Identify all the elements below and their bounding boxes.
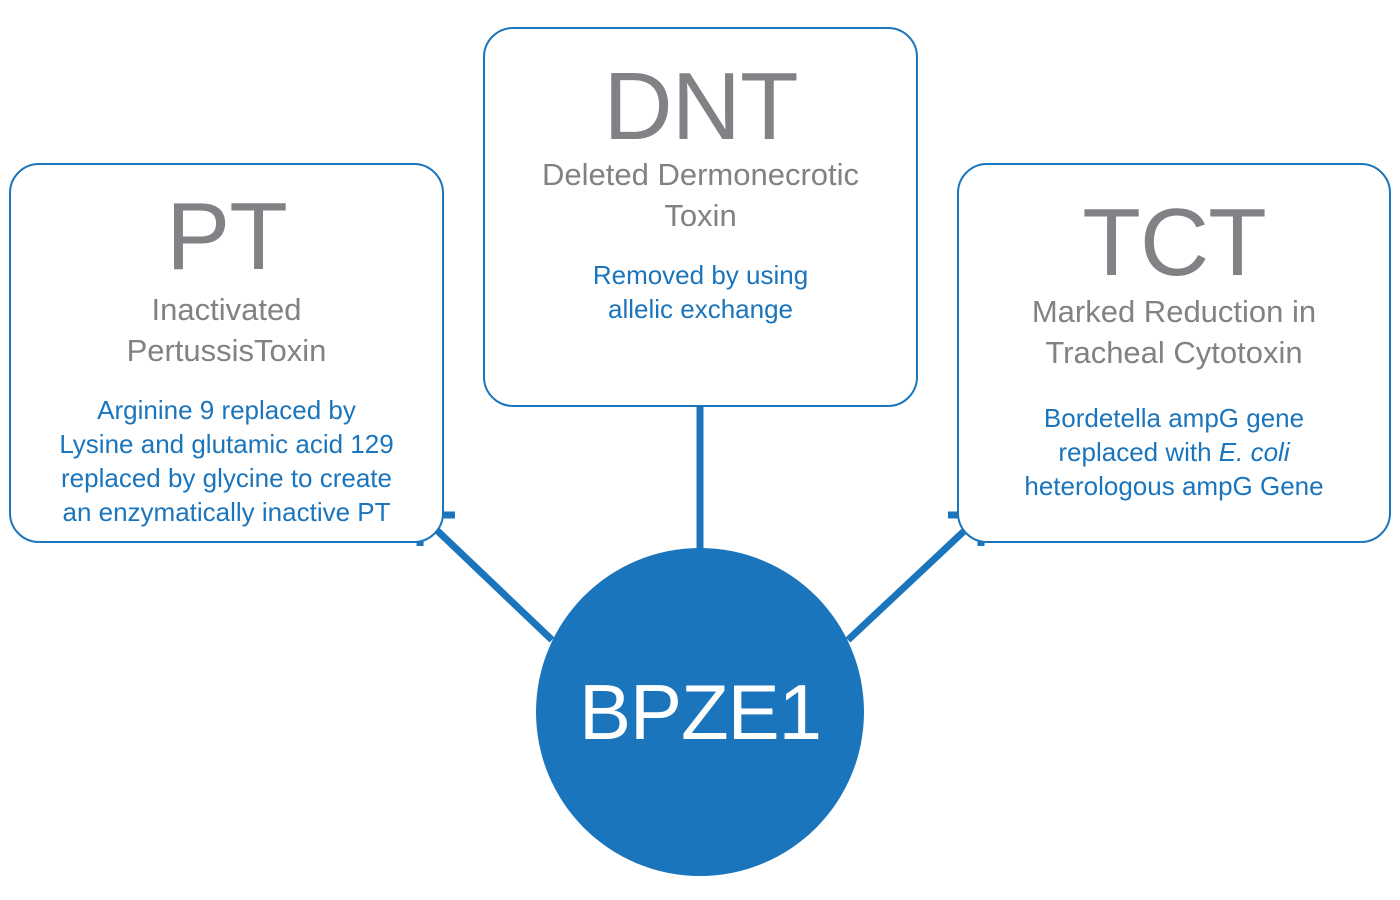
pt-detail-line: Lysine and glutamic acid 129 <box>59 429 394 459</box>
dnt-full-name: Deleted Dermonecrotic Toxin <box>485 154 916 236</box>
dnt-name-line: Deleted Dermonecrotic <box>541 157 860 192</box>
pt-abbreviation: PT <box>166 183 288 290</box>
pt-detail-line: an enzymatically inactive PT <box>62 497 391 527</box>
center-node-label: BPZE1 <box>578 667 822 756</box>
dnt-detail-line: allelic exchange <box>607 294 793 324</box>
center-node: BPZE1 <box>536 548 864 876</box>
tct-detail-species: E. coli <box>1218 437 1290 467</box>
dnt-card: DNT Deleted Dermonecrotic Toxin Removed … <box>483 27 918 407</box>
tct-abbreviation: TCT <box>1082 189 1267 296</box>
pt-name-line: PertussisToxin <box>126 333 327 368</box>
dnt-name-line: Toxin <box>664 198 737 233</box>
dnt-detail: Removed by using allelic exchange <box>485 258 916 326</box>
pt-detail: Arginine 9 replaced by Lysine and glutam… <box>11 393 442 529</box>
pt-detail-line: Arginine 9 replaced by <box>97 395 356 425</box>
pt-name-line: Inactivated <box>151 292 302 327</box>
dnt-detail-line: Removed by using <box>592 260 809 290</box>
arrow-to-pt <box>421 515 555 643</box>
tct-name-line: Tracheal Cytotoxin <box>1045 335 1303 370</box>
dnt-abbreviation: DNT <box>603 53 798 160</box>
tct-detail: Bordetella ampG gene replaced with E. co… <box>959 401 1389 503</box>
tct-detail-line: Bordetella ampG gene <box>1043 403 1305 433</box>
tct-detail-line: replaced with E. coli <box>977 435 1371 469</box>
tct-card: TCT Marked Reduction in Tracheal Cytotox… <box>957 163 1391 543</box>
tct-name-line: Marked Reduction in <box>1031 294 1317 329</box>
pt-detail-line: replaced by glycine to create <box>61 463 392 493</box>
pt-full-name: Inactivated PertussisToxin <box>11 289 442 371</box>
tct-detail-line: heterologous ampG Gene <box>1024 471 1324 501</box>
pt-card: PT Inactivated PertussisToxin Arginine 9… <box>9 163 444 543</box>
arrow-to-tct <box>845 515 981 643</box>
tct-detail-text: replaced with <box>1058 437 1219 467</box>
tct-full-name: Marked Reduction in Tracheal Cytotoxin <box>959 291 1389 373</box>
